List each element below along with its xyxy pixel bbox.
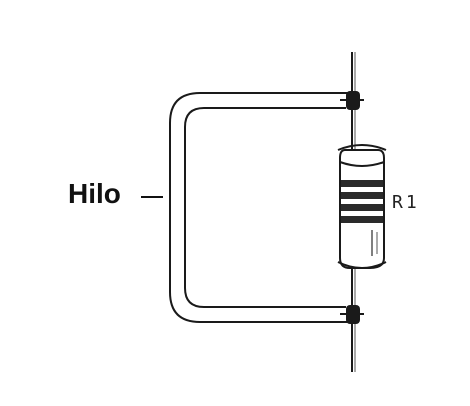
jumper-wire (169, 92, 350, 323)
resistor-band (341, 216, 383, 223)
resistor-band (341, 204, 383, 211)
resistor-label: R1 (392, 192, 420, 213)
wire-label: Hilo (68, 178, 121, 209)
solder-joint-bottom (340, 305, 364, 324)
resistor-band (341, 180, 383, 187)
resistor-band (341, 192, 383, 199)
resistor-r1 (337, 144, 387, 269)
solder-joint-top (340, 91, 364, 110)
